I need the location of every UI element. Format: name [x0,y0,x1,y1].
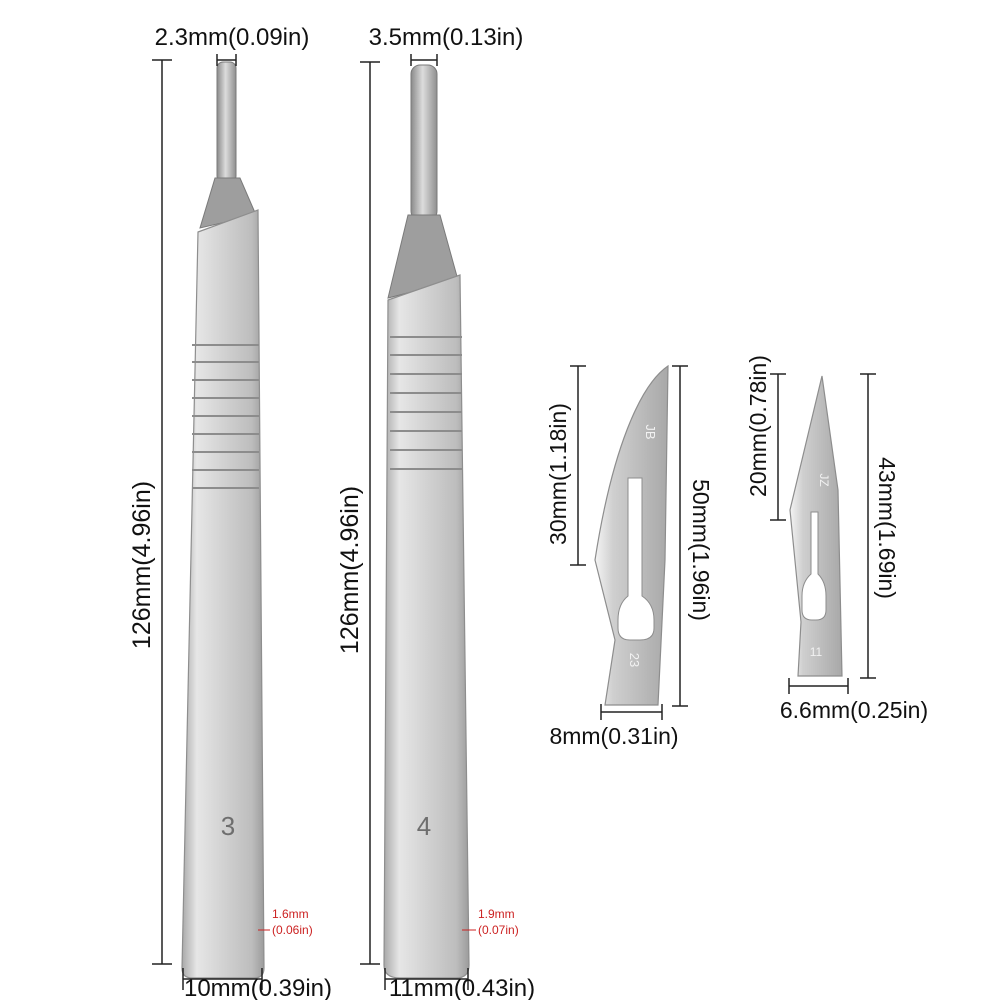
handle-4-length-label: 126mm(4.96in) [336,486,364,654]
handle-3-thickness-mm: 1.6mm [272,907,309,921]
handle-4-grip [390,336,462,470]
handle-3-tip [216,61,237,183]
blade-23-dimensions [570,365,688,720]
handle-3-tip-width-label: 2.3mm(0.09in) [155,24,310,51]
handle-4-tip-width-label: 3.5mm(0.13in) [369,24,524,51]
blade-23-total-length-label: 50mm(1.96in) [688,479,714,621]
handle-3-grip [192,344,259,489]
handle-4-thickness-in: (0.07in) [478,923,519,937]
handle-3-length-label: 126mm(4.96in) [128,481,156,649]
handle-4-dimensions [360,54,476,990]
blade-11-mark-top: JZ [817,473,831,486]
handle-4: 4 [383,64,470,979]
handle-4-body [383,274,470,979]
handle-3-thickness-in: (0.06in) [272,923,313,937]
blade-23: JB 23 [594,364,669,706]
blade-23-slot [617,477,655,641]
blade-23-width-label: 8mm(0.31in) [549,723,678,749]
handle-3-body [181,209,265,979]
blade-11-slot [801,511,827,621]
handle-4-number: 4 [417,811,431,841]
handle-4-thickness-mm: 1.9mm [478,907,515,921]
handle-3-width-label: 10mm(0.39in) [184,975,332,1000]
blade-11-dimensions [770,373,876,694]
handle-4-width-label: 11mm(0.43in) [389,975,535,1000]
blade-23-mark-bottom: 23 [627,653,642,667]
blade-11-width-label: 6.6mm(0.25in) [780,697,928,723]
handle-3: 3 [181,61,265,979]
blade-23-edge-length-label: 30mm(1.18in) [545,403,571,545]
handle-4-tip [410,64,438,221]
blade-23-mark-top: JB [643,424,658,439]
blade-11: JZ 11 [789,375,843,677]
handle-3-dimensions [152,54,270,990]
blade-11-edge-length-label: 20mm(0.78in) [745,355,771,497]
blade-11-mark-bottom: 11 [810,645,823,659]
handle-3-number: 3 [221,811,235,841]
blade-11-total-length-label: 43mm(1.69in) [874,457,900,599]
